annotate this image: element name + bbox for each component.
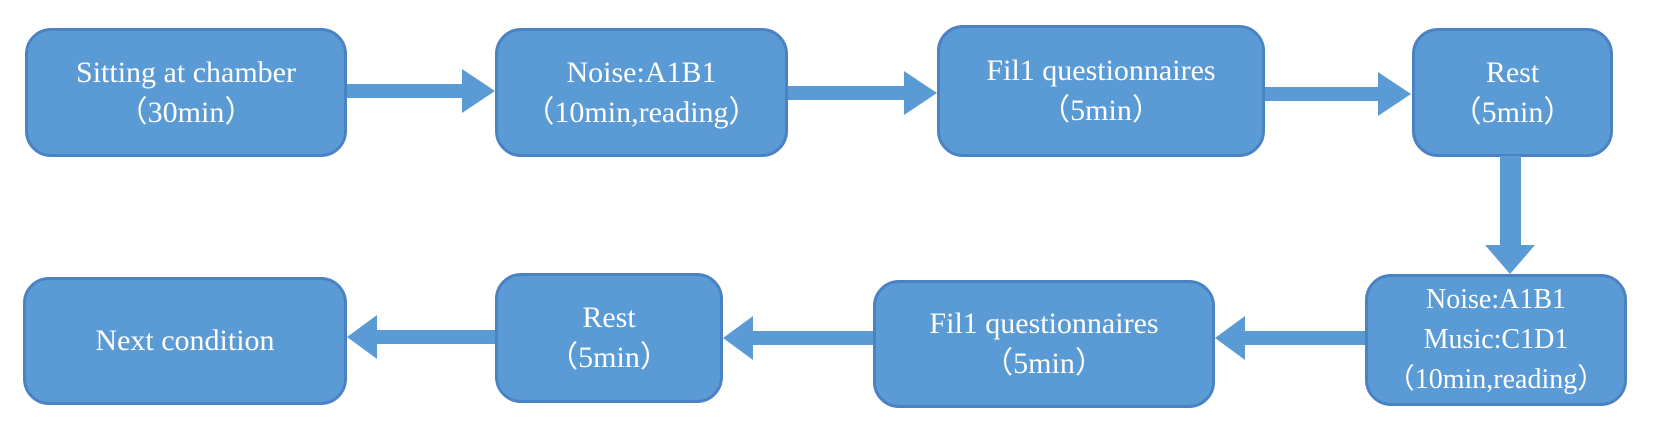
node-label-line: （10min,reading） (524, 95, 759, 129)
node-label-line: （5min） (548, 341, 670, 374)
node-label-line: （10min,reading） (1386, 364, 1606, 395)
node-label-line: （5min） (1451, 95, 1574, 129)
node-rest-1: Rest （5min） (1412, 28, 1613, 157)
node-noise-a1b1-music-c1d1: Noise:A1B1 Music:C1D1 （10min,reading） (1365, 274, 1627, 406)
node-label-line: Next condition (95, 324, 275, 357)
node-label-line: （5min） (1040, 94, 1162, 127)
node-label-line: Music:C1D1 (1423, 324, 1569, 355)
node-noise-a1b1: Noise:A1B1 （10min,reading） (495, 28, 788, 157)
node-label-line: Rest (1485, 55, 1540, 89)
node-label-line: Rest (582, 301, 636, 334)
node-sitting-chamber: Sitting at chamber （30min） (25, 28, 347, 157)
node-label-line: Sitting at chamber (76, 55, 296, 89)
node-fill-questionnaires-2: Fil1 questionnaires （5min） (873, 280, 1215, 408)
node-label-line: （30min） (117, 95, 255, 129)
node-label-line: （5min） (983, 347, 1105, 380)
node-rest-2: Rest （5min） (495, 273, 723, 403)
node-fill-questionnaires-1: Fil1 questionnaires （5min） (937, 25, 1265, 157)
node-label-line: Fil1 questionnaires (986, 54, 1216, 87)
node-next-condition: Next condition (23, 277, 347, 405)
node-label-line: Noise:A1B1 (1426, 284, 1566, 315)
node-label-line: Fil1 questionnaires (929, 307, 1159, 340)
node-label-line: Noise:A1B1 (566, 55, 717, 89)
